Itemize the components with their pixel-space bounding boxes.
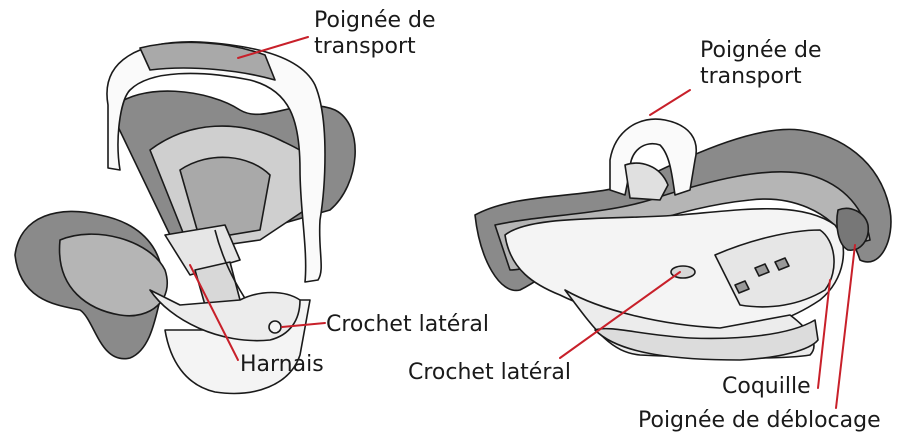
label-right-side-hook: Crochet latéral <box>408 360 571 386</box>
label-right-shell: Coquille <box>722 374 811 400</box>
left-car-seat <box>15 42 355 394</box>
label-left-handle: Poignée de transport <box>314 8 436 60</box>
label-right-handle: Poignée de transport <box>700 38 822 90</box>
label-left-harness: Harnais <box>240 352 324 378</box>
leader-right-handle <box>650 90 690 115</box>
label-left-side-hook: Crochet latéral <box>326 312 489 338</box>
left-side-hook-point <box>269 321 281 333</box>
label-right-release: Poignée de déblocage <box>638 408 881 434</box>
right-car-seat <box>475 119 891 360</box>
left-buckle-strap <box>195 262 240 305</box>
